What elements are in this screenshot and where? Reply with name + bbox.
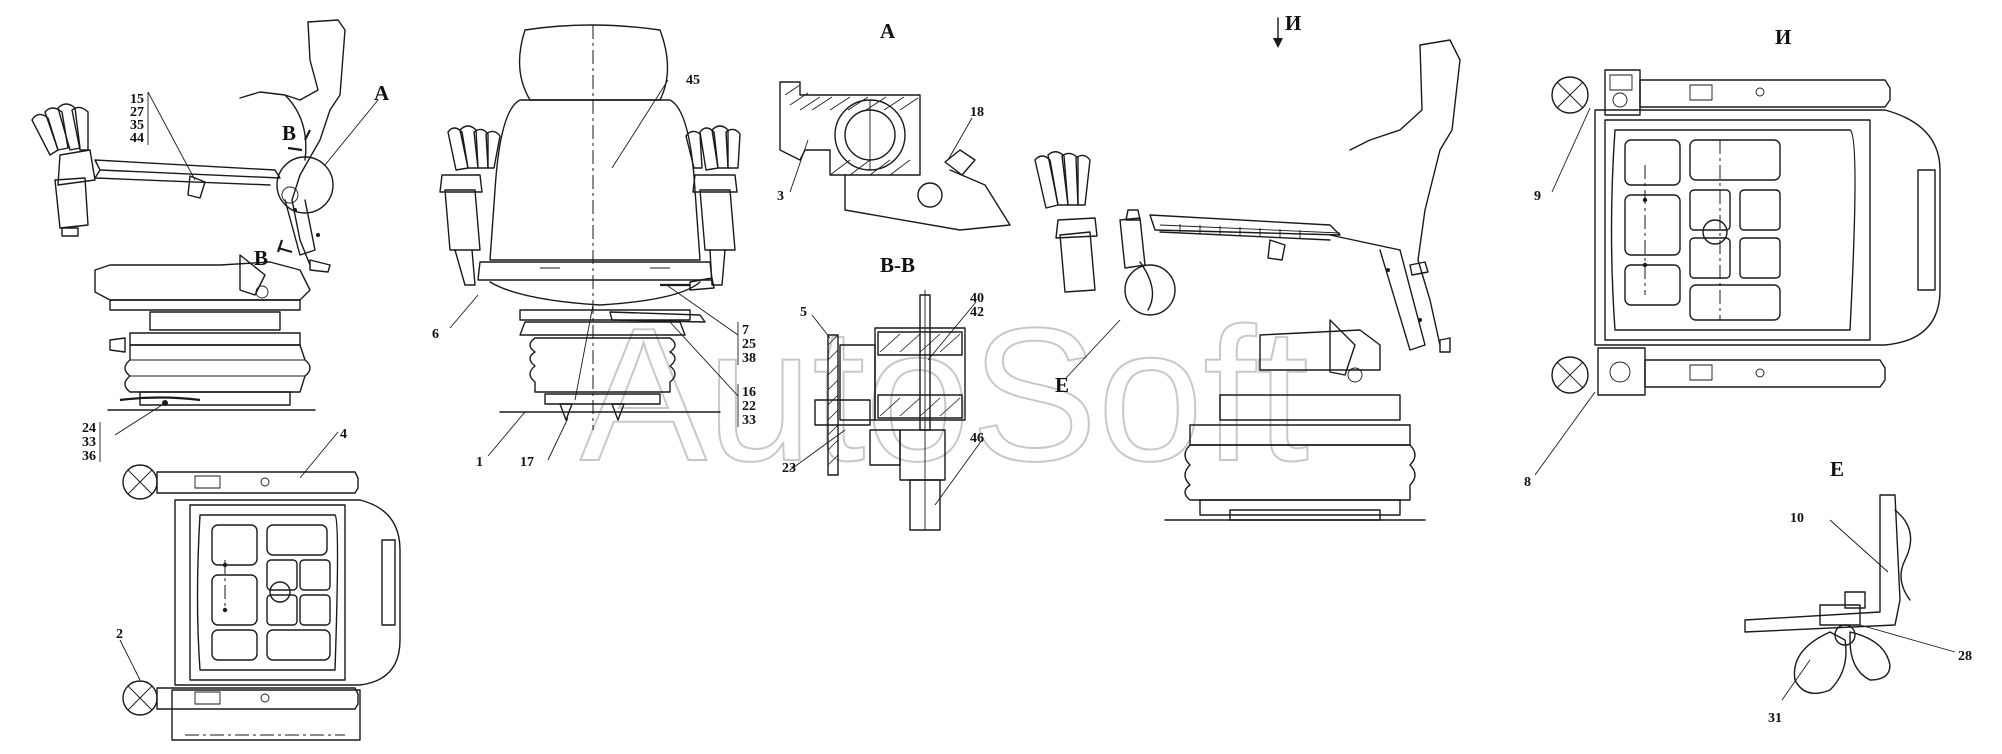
section-BB-detail	[789, 290, 983, 531]
callout-15: 15	[130, 92, 144, 107]
callout-6: 6	[432, 327, 439, 342]
callout-22: 22	[742, 399, 756, 414]
callout-42: 42	[970, 305, 984, 320]
callout-4: 4	[340, 427, 347, 442]
callout-46: 46	[970, 431, 984, 446]
callout-27: 27	[130, 105, 144, 120]
callout-10: 10	[1790, 511, 1804, 526]
section-BB-title: В-В	[880, 253, 915, 277]
callout-5: 5	[800, 305, 807, 320]
callout-33b: 33	[742, 413, 756, 428]
marker-E: Е	[1055, 373, 1069, 397]
side-view-left	[31, 19, 379, 436]
side-view-right	[1034, 39, 1461, 521]
view-arrow-I-head	[1273, 38, 1283, 48]
callout-3: 3	[777, 189, 784, 204]
callout-25: 25	[742, 337, 756, 352]
top-view-left	[119, 431, 401, 741]
callout-44: 44	[130, 131, 144, 146]
view-E-title: Е	[1830, 457, 1844, 481]
callout-17: 17	[520, 455, 534, 470]
callout-35: 35	[130, 118, 144, 133]
callout-1: 1	[476, 455, 483, 470]
view-A-detail	[779, 81, 1011, 231]
callout-33: 33	[82, 435, 96, 450]
view-arrow-I: И	[1285, 11, 1301, 35]
section-arrow-B-top: В	[282, 121, 296, 145]
view-label-A: А	[374, 81, 390, 105]
callout-28: 28	[1958, 649, 1972, 664]
callout-9: 9	[1534, 189, 1541, 204]
callout-24: 24	[82, 421, 96, 436]
callout-7: 7	[742, 323, 749, 338]
callout-40: 40	[970, 291, 984, 306]
view-A-title: А	[880, 19, 896, 43]
front-view	[439, 24, 741, 461]
callout-31: 31	[1768, 711, 1782, 726]
callout-23: 23	[782, 461, 796, 476]
callout-45: 45	[686, 73, 700, 88]
callout-38: 38	[742, 351, 756, 366]
section-arrow-B-bottom: В	[254, 246, 268, 270]
callout-2: 2	[116, 627, 123, 642]
view-I-detail	[1534, 69, 1941, 476]
view-E-detail	[1744, 494, 1956, 701]
callout-16: 16	[742, 385, 756, 400]
callout-36: 36	[82, 449, 96, 464]
callout-18: 18	[970, 105, 984, 120]
view-I-title: И	[1775, 25, 1791, 49]
callout-8: 8	[1524, 475, 1531, 490]
